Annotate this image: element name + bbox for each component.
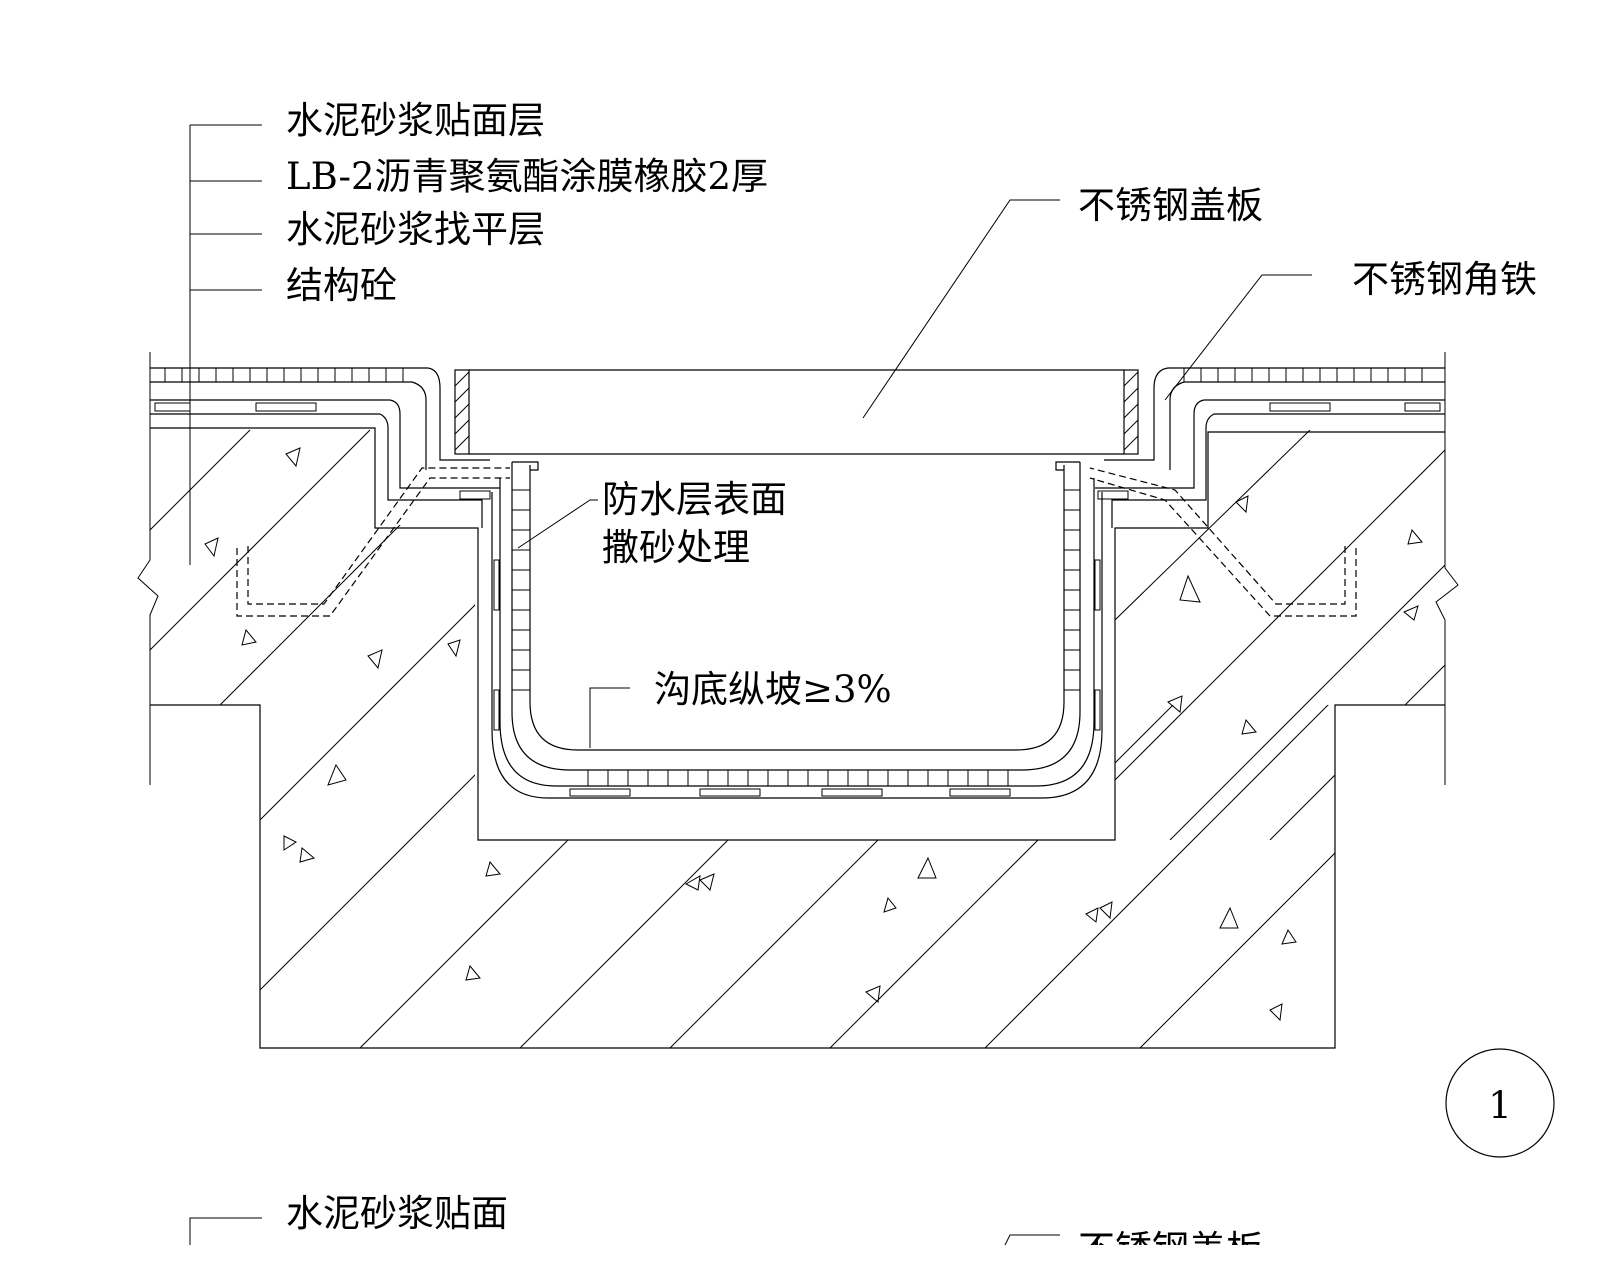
label-structural-concrete: 结构砼 [286, 264, 397, 307]
angle-iron-left [454, 369, 470, 455]
anchor-right [1089, 467, 1357, 617]
cut-off-bottom-region: 不锈钢盖板 [1078, 1228, 1263, 1271]
finish-layers-left [150, 367, 500, 528]
structural-concrete-outline [137, 352, 1459, 1049]
label-cut-cover-plate: 不锈钢盖板 [1078, 1228, 1263, 1271]
label-tile-layer: 水泥砂浆贴面层 [286, 99, 545, 142]
label-cut-tile-layer: 水泥砂浆贴面 [286, 1192, 508, 1235]
label-trench-slope: 沟底纵坡≥3% [654, 668, 892, 711]
angle-iron-right [1123, 369, 1139, 455]
label-sand-treatment-line1: 防水层表面 [602, 478, 787, 521]
label-waterproof-membrane: LB-2沥青聚氨酯涂膜橡胶2厚 [286, 155, 768, 198]
anchor-left [236, 467, 510, 617]
concrete-hatch-bottom [260, 705, 1335, 1048]
label-screed-layer: 水泥砂浆找平层 [286, 208, 545, 251]
cover-plate [469, 369, 1124, 455]
leader-lines [189, 124, 1312, 1246]
concrete-aggregate-marks [204, 447, 1423, 1022]
label-sand-treatment-line2: 撒砂处理 [602, 526, 750, 569]
concrete-hatch-right [1115, 430, 1445, 840]
finish-layers-right [1095, 367, 1445, 528]
label-angle-iron: 不锈钢角铁 [1352, 258, 1537, 301]
detail-number-circle [1445, 1048, 1555, 1158]
label-cover-plate: 不锈钢盖板 [1078, 184, 1263, 227]
trench-channel-lining [491, 461, 1103, 799]
detail-number: 1 [1488, 1084, 1512, 1127]
